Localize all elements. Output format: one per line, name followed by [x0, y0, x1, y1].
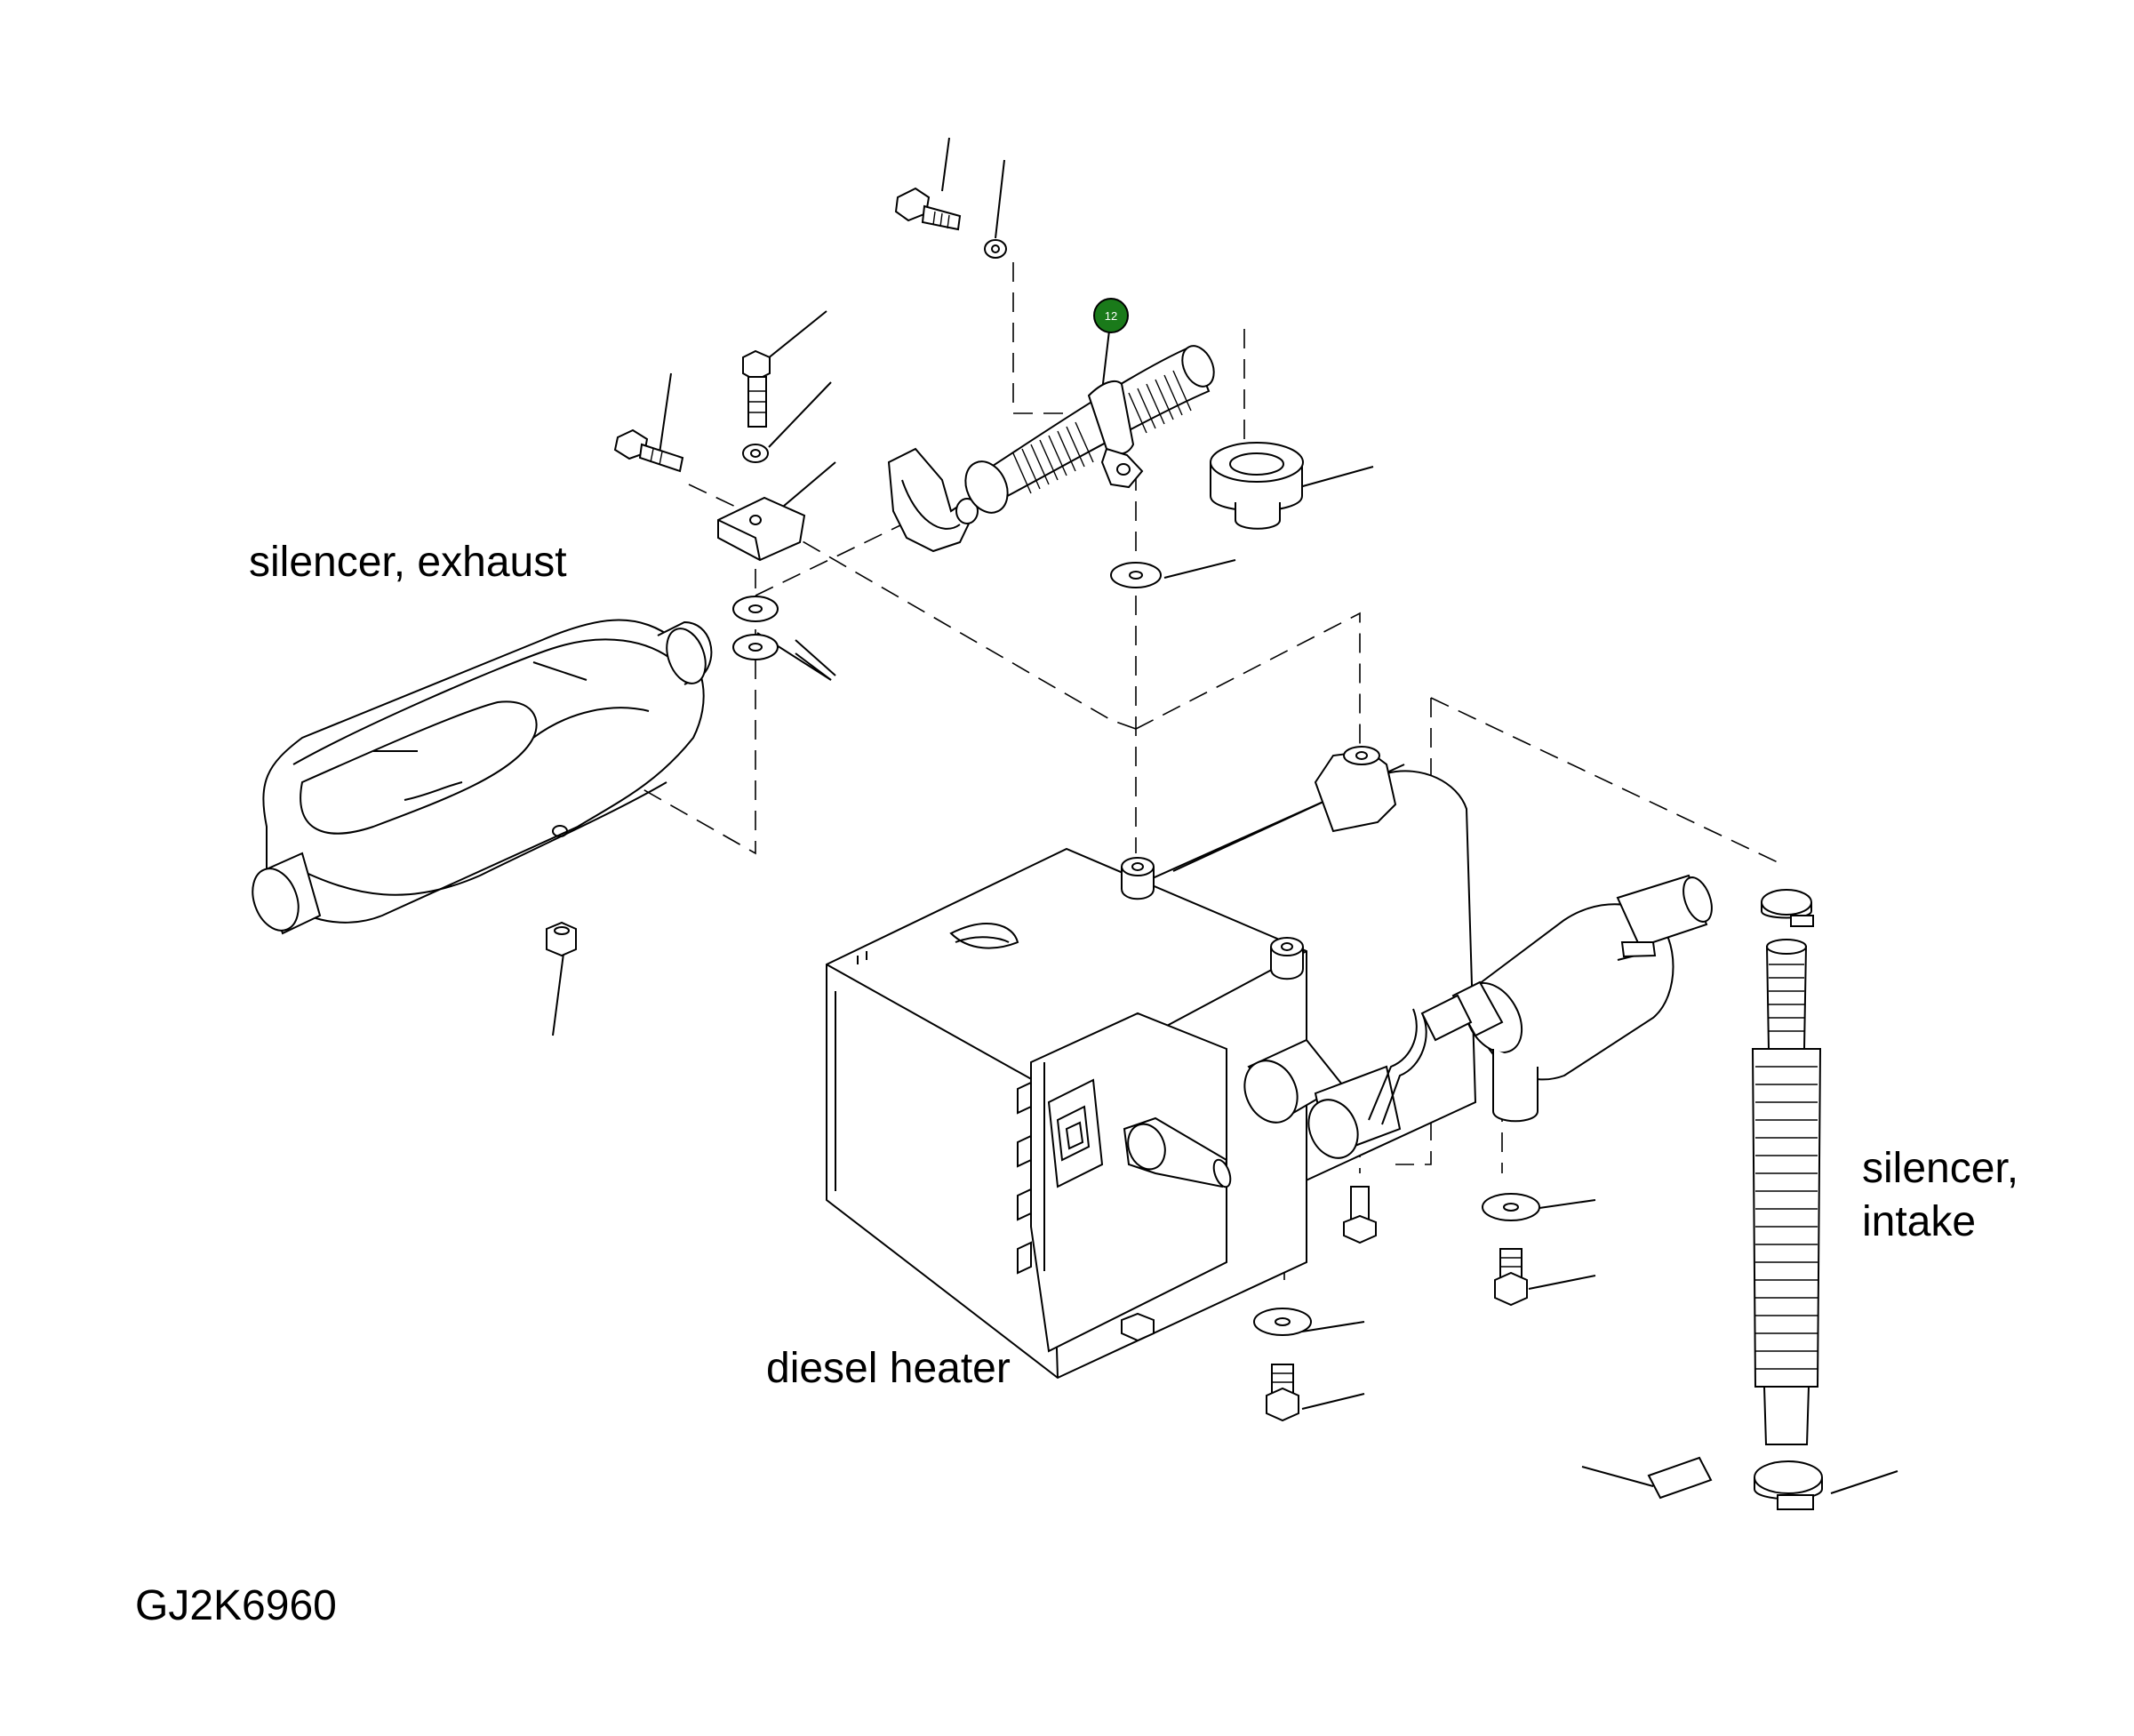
label-silencer-intake-line1: silencer,: [1862, 1145, 2018, 1192]
heater-washer-right: [1482, 1193, 1540, 1221]
intake-hose-clamp-bottom: [1754, 1460, 1823, 1510]
silencer-washer-lower: [732, 634, 779, 660]
leader-lines: [552, 137, 1898, 1494]
label-diesel-heater: diesel heater: [766, 1345, 1011, 1392]
label-silencer-intake-line2: intake: [1862, 1198, 1976, 1245]
exhaust-clamp: [887, 447, 979, 553]
silencer-nut: [546, 921, 577, 957]
center-washer: [1110, 562, 1162, 588]
intake-corrugation: [1755, 964, 1818, 1370]
silencer-washer-upper: [732, 596, 779, 622]
heater-washer-center: [1253, 1308, 1312, 1336]
heater-bolt-center: [1266, 1364, 1299, 1422]
grommet: [1210, 442, 1304, 530]
diesel-heater-body: [826, 746, 1713, 1380]
bracket-washer: [742, 444, 769, 463]
bracket-vertical-bolt: [742, 349, 771, 428]
heater-bolt-right: [1494, 1248, 1528, 1307]
label-silencer-exhaust: silencer, exhaust: [249, 539, 567, 586]
bracket-horizontal-bolt: [613, 428, 684, 473]
callout-12-number: 12: [1105, 309, 1117, 323]
mounting-bracket: [717, 496, 806, 562]
intake-silencer: [1751, 939, 1822, 1445]
exhaust-pipe: [964, 345, 1215, 514]
top-bolt: [894, 187, 962, 231]
intake-hose-clamp-top: [1761, 889, 1814, 927]
top-washer: [984, 239, 1007, 259]
callout-12[interactable]: 12: [1093, 298, 1129, 333]
pipe-corrugation: [1012, 370, 1192, 494]
exhaust-silencer: [252, 619, 713, 935]
callout-12-circle[interactable]: [1093, 298, 1129, 333]
label-tag: [1647, 1456, 1713, 1500]
figure-code: GJ2K6960: [135, 1582, 337, 1629]
